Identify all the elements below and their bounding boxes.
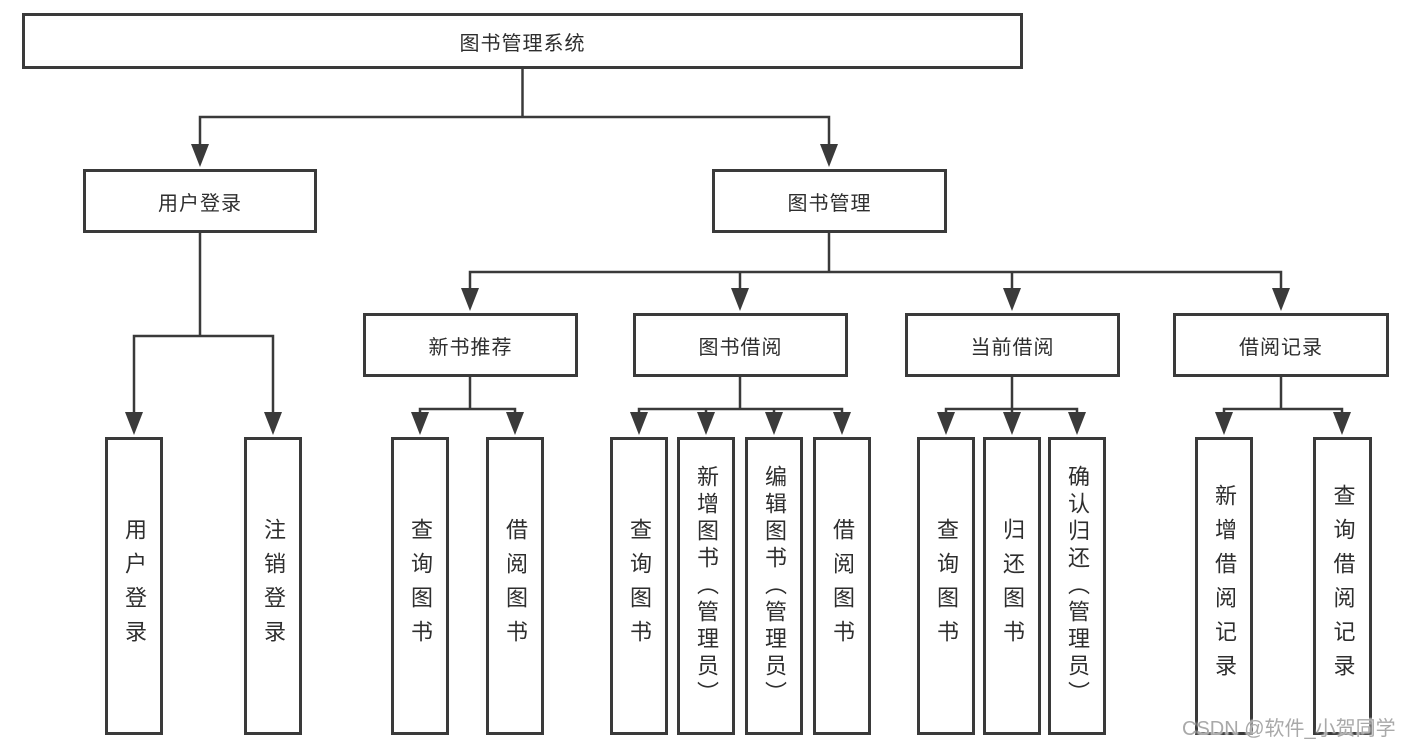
node-user-login-branch: 用户登录 [83,169,317,233]
node-leaf-query-books-borrow: 查询图书 [610,437,668,735]
node-leaf-query-books-recommend: 查询图书 [391,437,449,735]
node-leaf-query-borrow-record: 查询借阅记录 [1313,437,1372,735]
node-book-borrow: 图书借阅 [633,313,848,377]
node-book-management-branch: 图书管理 [712,169,947,233]
node-library-management-system: 图书管理系统 [22,13,1023,69]
node-leaf-borrow-books-recommend: 借阅图书 [486,437,544,735]
node-leaf-add-borrow-record: 新增借阅记录 [1195,437,1253,735]
node-leaf-return-books: 归还图书 [983,437,1041,735]
node-leaf-user-login: 用户登录 [105,437,163,735]
node-leaf-logout: 注销登录 [244,437,302,735]
node-leaf-query-books-current: 查询图书 [917,437,975,735]
node-leaf-confirm-return-admin: 确认归还（管理员） [1048,437,1106,735]
node-leaf-borrow-books: 借阅图书 [813,437,871,735]
node-current-borrow: 当前借阅 [905,313,1120,377]
node-leaf-add-book-admin: 新增图书（管理员） [677,437,735,735]
node-borrow-records: 借阅记录 [1173,313,1389,377]
node-leaf-edit-book-admin: 编辑图书（管理员） [745,437,803,735]
csdn-watermark: CSDN @软件_小贺同学 [1182,718,1396,740]
node-new-book-recommend: 新书推荐 [363,313,578,377]
